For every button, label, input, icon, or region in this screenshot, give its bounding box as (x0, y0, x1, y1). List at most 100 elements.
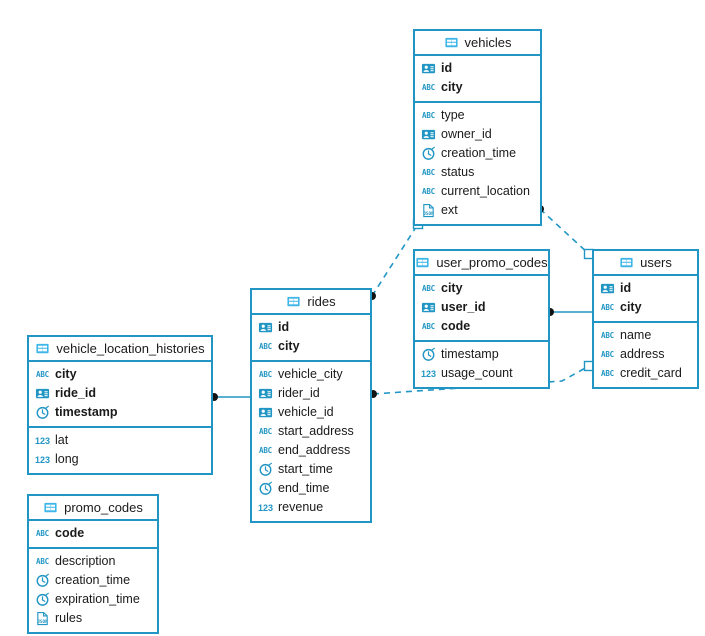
field-name: owner_id (441, 127, 492, 142)
id-card-icon (421, 63, 436, 74)
abc-icon: ABC (601, 331, 614, 340)
entity-header[interactable]: vehicles (415, 31, 540, 56)
table-icon (44, 502, 57, 513)
field-row[interactable]: ABC vehicle_city (252, 365, 370, 384)
field-name: user_id (441, 300, 486, 315)
field-row[interactable]: end_time (252, 479, 370, 498)
abc-icon: ABC (259, 370, 272, 379)
field-row[interactable]: timestamp (415, 345, 548, 364)
field-name: type (441, 108, 465, 123)
field-name: creation_time (441, 146, 517, 161)
field-name: current_location (441, 184, 530, 199)
entity-title: promo_codes (64, 500, 143, 515)
entity-header[interactable]: user_promo_codes (415, 251, 548, 276)
field-row[interactable]: user_id (415, 298, 548, 317)
field-name: end_address (278, 443, 351, 458)
field-name: description (55, 554, 116, 569)
json-icon: JSON (37, 611, 48, 626)
table-icon (36, 343, 50, 354)
field-name: vehicle_city (278, 367, 343, 382)
clock-icon (259, 481, 272, 495)
field-row[interactable]: rider_id (252, 384, 370, 403)
field-row[interactable]: id (252, 318, 370, 337)
field-name: creation_time (55, 573, 131, 588)
field-row[interactable]: ABC end_address (252, 441, 370, 460)
field-row[interactable]: owner_id (415, 125, 540, 144)
field-name: vehicle_id (278, 405, 334, 420)
abc-icon: ABC (259, 446, 272, 455)
clock-icon (259, 462, 272, 476)
field-row[interactable]: vehicle_id (252, 403, 370, 422)
clock-icon (36, 405, 49, 419)
field-row[interactable]: ABC city (594, 298, 697, 317)
table-icon (416, 257, 429, 268)
number-icon: 123 (258, 502, 274, 513)
field-name: city (620, 300, 642, 315)
entity-header[interactable]: users (594, 251, 697, 276)
abc-icon: ABC (601, 350, 614, 359)
field-row[interactable]: creation_time (415, 144, 540, 163)
field-row[interactable]: ABC address (594, 345, 697, 364)
field-name: city (55, 367, 77, 382)
field-row[interactable]: creation_time (29, 571, 157, 590)
abc-icon: ABC (259, 427, 272, 436)
abc-icon: ABC (36, 529, 49, 538)
abc-icon: ABC (422, 168, 435, 177)
field-row[interactable]: ride_id (29, 384, 211, 403)
entity-header[interactable]: promo_codes (29, 496, 157, 521)
abc-icon: ABC (601, 303, 614, 312)
field-name: address (620, 347, 665, 362)
field-row[interactable]: JSON rules (29, 609, 157, 628)
field-name: city (441, 281, 463, 296)
table-icon (620, 257, 633, 268)
field-name: id (441, 61, 453, 76)
entity-title: user_promo_codes (436, 255, 548, 270)
relationship-user_promo_codes-to-users[interactable] (546, 308, 592, 316)
field-name: ride_id (55, 386, 96, 401)
field-name: rules (55, 611, 83, 626)
entity-title: vehicle_location_histories (56, 341, 205, 356)
entity-header[interactable]: rides (252, 290, 370, 315)
field-row[interactable]: timestamp (29, 403, 211, 422)
clock-icon (422, 146, 435, 160)
table-icon (287, 296, 300, 307)
field-row[interactable]: start_time (252, 460, 370, 479)
relationship-vehicle_location_histories-to-rides[interactable] (210, 393, 250, 401)
field-row[interactable]: expiration_time (29, 590, 157, 609)
entity-header[interactable]: vehicle_location_histories (29, 337, 211, 362)
field-row[interactable]: id (415, 59, 540, 78)
field-row[interactable]: id (594, 279, 697, 298)
